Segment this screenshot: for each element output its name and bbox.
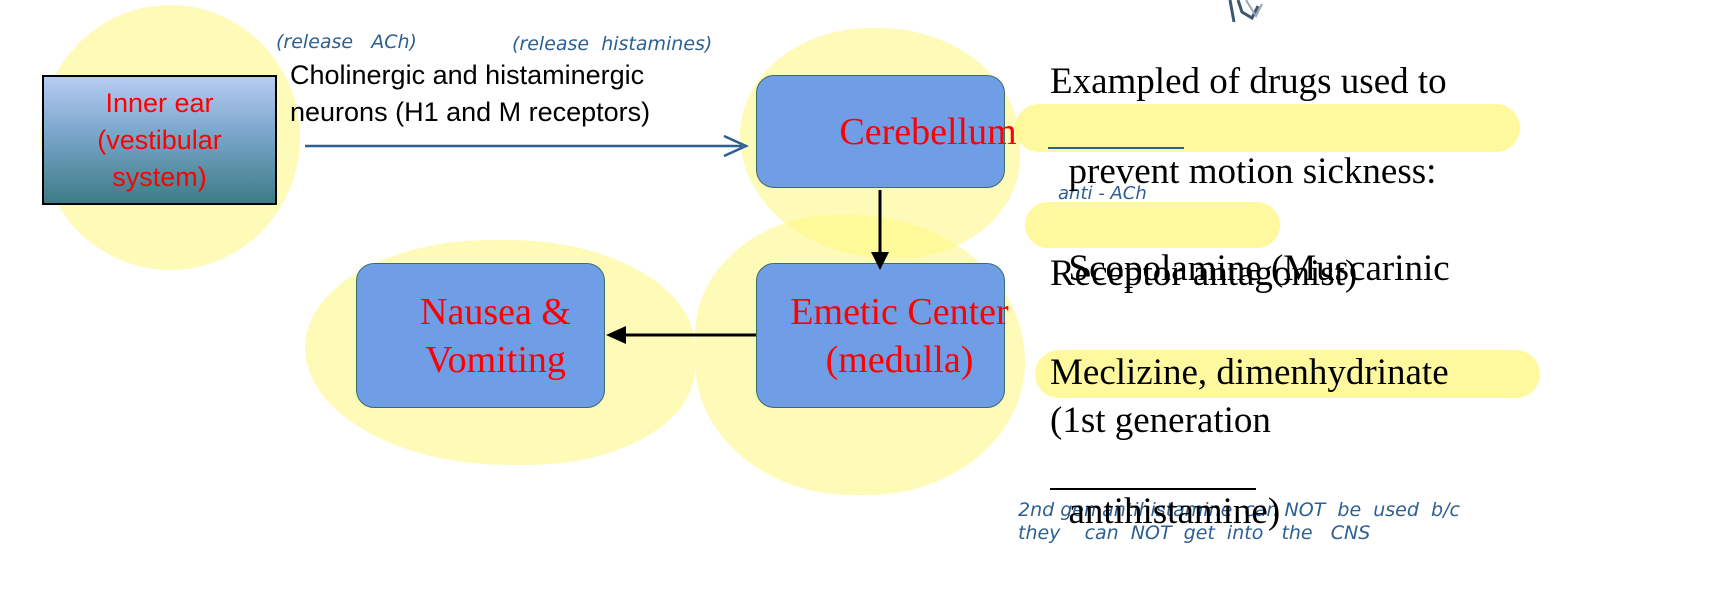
cerebellum-label: Cerebellum	[839, 110, 1017, 153]
nausea-box: Nausea & Vomiting	[356, 263, 605, 408]
drugs-heading-line-2: prevent motion sickness:	[1050, 107, 1437, 193]
neuron-label: Cholinergic and histaminergic neurons (H…	[290, 57, 650, 131]
highlight-prevent	[1015, 104, 1520, 152]
meclizine-line-2: (1st generation	[1050, 400, 1271, 441]
annotation-2nd-gen-line-2: they can NOT get into the CNS	[1018, 522, 1371, 544]
highlight-meclizine	[1035, 350, 1540, 398]
inner-ear-line-1: Inner ear	[105, 87, 214, 118]
prevent-underline	[1048, 147, 1184, 149]
scopolamine-rest: (Muscarinic	[1261, 248, 1450, 289]
emetic-center-line-1: Emetic Center	[790, 290, 1009, 333]
inner-ear-box: Inner ear (vestibular system)	[42, 75, 277, 205]
antihistamine-underline	[1050, 488, 1256, 490]
cerebellum-box: Cerebellum	[756, 75, 1017, 188]
neuron-label-line-1: Cholinergic and histaminergic	[290, 60, 645, 90]
neuron-label-line-2: neurons (H1 and M receptors)	[290, 97, 651, 127]
meclizine-line-3: antihistamine)	[1050, 447, 1281, 533]
arrow-head-emetic	[871, 252, 889, 270]
nausea-line-2: Vomiting	[425, 338, 566, 381]
annotation-2nd-gen-line-1: 2nd gen antihistamine can NOT be used b/…	[1018, 499, 1460, 521]
nausea-line-1: Nausea &	[420, 290, 571, 333]
annotation-release-ach: (release ACh)	[276, 31, 417, 53]
scopolamine-name: Scopolamine	[1068, 248, 1262, 289]
annotation-anti-ach: anti - ACh	[1058, 183, 1147, 204]
highlight-scopolamine	[1025, 202, 1280, 248]
inner-ear-line-2: (vestibular	[97, 124, 222, 155]
emetic-center-line-2: (medulla)	[825, 338, 974, 381]
arrow-head-nausea	[606, 326, 626, 344]
antihistamine-word: antihistamine	[1068, 491, 1268, 532]
scopolamine-line-1: Scopolamine (Muscarinic	[1050, 204, 1450, 290]
drugs-prevent-word: prevent	[1068, 151, 1180, 192]
inner-ear-line-3: system)	[112, 161, 207, 192]
meclizine-line-1: Meclizine, dimenhydrinate	[1050, 352, 1449, 393]
annotation-release-histamines: (release histamines)	[512, 33, 713, 55]
meclizine-close-paren: )	[1267, 491, 1281, 532]
drugs-heading-line-1: Exampled of drugs used to	[1050, 61, 1447, 102]
scopolamine-line-2: Receptor antagonist)	[1050, 253, 1358, 294]
pen-cursor-icon	[1228, 0, 1263, 23]
arrow-head-cerebellum	[723, 134, 750, 158]
drugs-heading-rest: motion sickness:	[1179, 151, 1437, 192]
